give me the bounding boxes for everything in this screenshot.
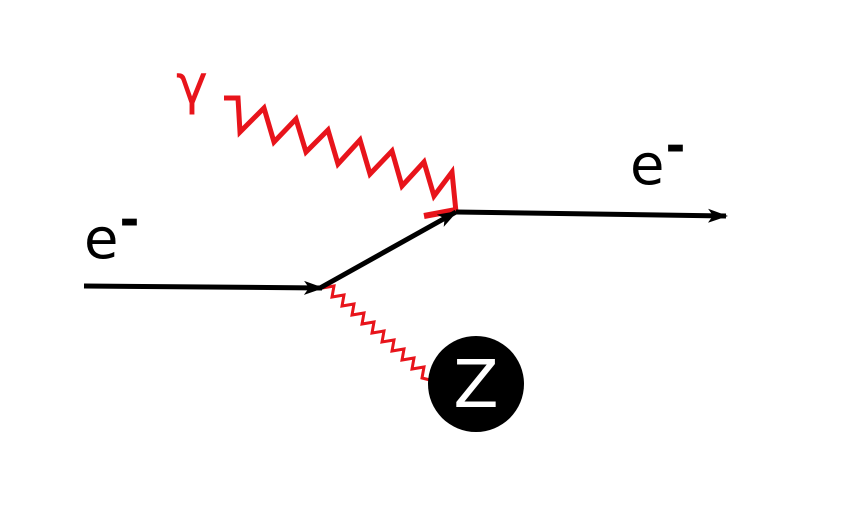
virtual-photon-line [321, 284, 431, 382]
incoming-electron-line [83, 280, 324, 295]
nucleus-label: Z [453, 346, 499, 423]
incoming-electron-charge: - [119, 192, 140, 248]
photon-label: γ [176, 53, 208, 116]
outgoing-electron-label: e- [630, 122, 685, 194]
outgoing-electron-symbol: e [630, 133, 665, 198]
incoming-electron-symbol: e [84, 207, 119, 272]
outgoing-electron-charge: - [665, 118, 686, 174]
emitted-photon-line [224, 95, 459, 213]
nucleus-circle: Z [428, 336, 524, 432]
outgoing-electron-line [455, 208, 728, 223]
incoming-electron-label: e- [84, 196, 139, 268]
propagator-electron-line [318, 209, 458, 291]
